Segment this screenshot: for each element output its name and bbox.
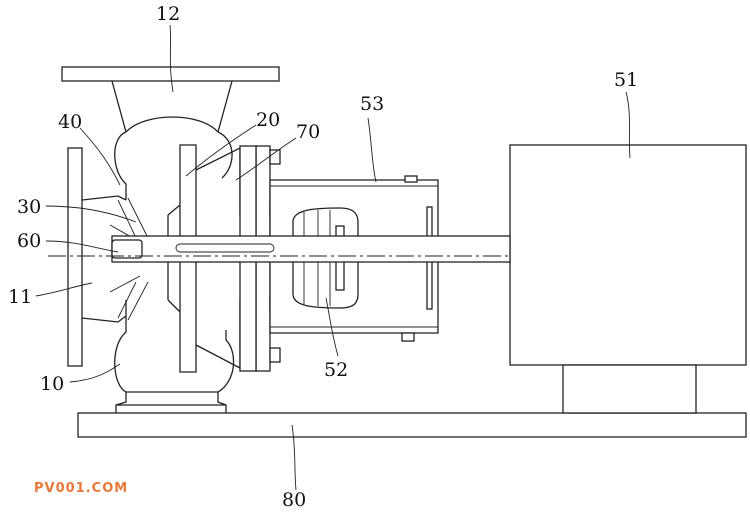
- motor-stand: [562, 364, 697, 414]
- pump-casing: [114, 116, 235, 393]
- shaft-end-nut: [111, 239, 143, 259]
- label-51: 51: [614, 69, 638, 91]
- base-plate: [77, 412, 747, 438]
- label-53: 53: [360, 93, 384, 115]
- label-40: 40: [58, 111, 82, 133]
- shaft-keyway: [175, 243, 275, 253]
- outlet-neck: [111, 80, 233, 133]
- housing-bottom-bolt: [401, 332, 415, 342]
- label-52: 52: [324, 359, 348, 381]
- label-10: 10: [40, 373, 64, 395]
- label-30: 30: [17, 196, 41, 218]
- label-11: 11: [8, 286, 32, 308]
- motor-body: [509, 144, 747, 366]
- label-70: 70: [296, 121, 320, 143]
- label-12: 12: [156, 3, 180, 25]
- label-80: 80: [282, 489, 306, 511]
- inlet-flange: [67, 147, 83, 367]
- watermark: PV001.COM: [34, 481, 128, 496]
- leader-lines: [35, 24, 631, 491]
- housing-top-bolt: [404, 175, 418, 183]
- label-20: 20: [256, 109, 280, 131]
- pump-foot: [115, 391, 227, 413]
- main-shaft: [111, 235, 511, 263]
- inlet-neck: [81, 195, 127, 323]
- label-60: 60: [17, 230, 41, 252]
